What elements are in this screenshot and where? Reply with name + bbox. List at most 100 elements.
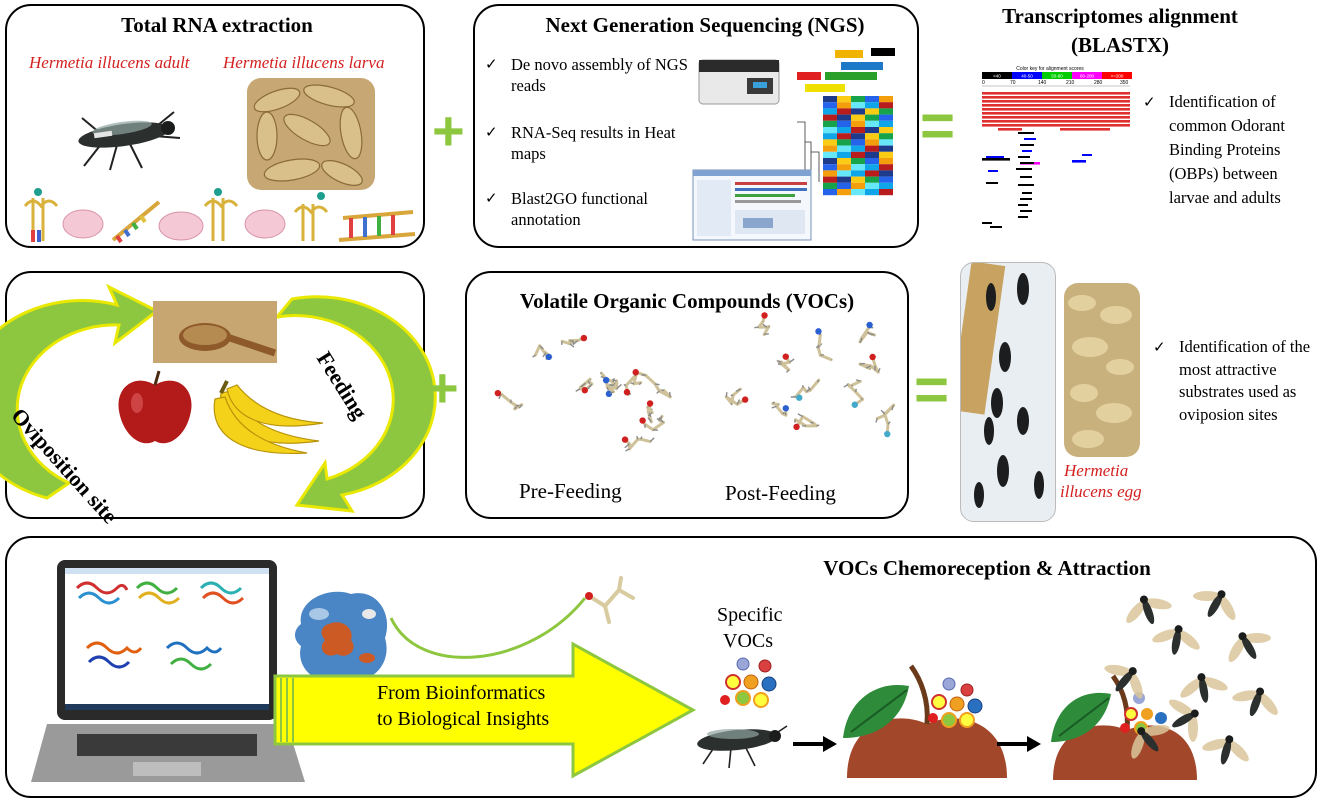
fly-icon: [1232, 687, 1278, 717]
heatmap-cell: [865, 158, 879, 165]
insight-arrow: [273, 641, 697, 779]
rna-molecules-icon: [23, 188, 416, 244]
voc-molecule: [776, 353, 795, 373]
banana-icon: [213, 380, 324, 455]
cycle-arrows-icon: [0, 283, 437, 513]
fly-icon: [1202, 735, 1249, 765]
alignment-hit: [1020, 176, 1032, 178]
heatmap-cell: [851, 176, 865, 183]
egg-label-line2: illucens egg: [1060, 482, 1142, 501]
substrates-panel: Oviposition site Feeding: [0, 271, 437, 528]
fly-icon: [1131, 724, 1170, 759]
heatmap-cell: [879, 145, 893, 152]
heatmap-cell: [851, 114, 865, 121]
voc-molecule: [560, 334, 588, 348]
post-feeding-label: Post-Feeding: [725, 481, 836, 505]
alignment-hit: [1018, 184, 1034, 186]
alignment-hit: [1020, 144, 1034, 146]
heatmap-cell: [837, 127, 851, 134]
bottom-title: VOCs Chemoreception & Attraction: [823, 556, 1151, 580]
alignment-hit: [1020, 198, 1032, 200]
heatmap-cell: [823, 133, 837, 140]
voc-molecule: [623, 373, 643, 397]
color-key-label: <40: [993, 74, 1001, 79]
voc-molecule: [858, 353, 881, 374]
molecule-icon: [585, 576, 635, 624]
heatmap-cell: [879, 151, 893, 158]
alignment-hit: [1022, 192, 1032, 194]
heatmap-cell: [823, 102, 837, 109]
svg-text:0: 0: [982, 80, 985, 86]
heatmap-cell: [851, 127, 865, 134]
alignment-hit: [1020, 210, 1032, 212]
apple-leaf-icon: [843, 664, 1007, 778]
heatmap-cell: [851, 133, 865, 140]
heatmap-cell: [865, 96, 879, 103]
heatmap-cell: [851, 120, 865, 127]
heatmap-cell: [837, 139, 851, 146]
voc-molecule: [858, 321, 876, 344]
arrow-text-line2: to Biological Insights: [377, 708, 550, 730]
check-icon: ✓: [485, 55, 498, 73]
heatmap-cell: [823, 158, 837, 165]
voc-molecule: [575, 377, 594, 394]
heatmap-cell: [851, 151, 865, 158]
heatmap-cell: [865, 170, 879, 177]
check-icon: ✓: [485, 189, 498, 207]
color-key-swatch: [982, 72, 1012, 79]
voc-molecule: [724, 387, 749, 406]
voc-molecule: [532, 344, 553, 361]
fly-icon: [1126, 595, 1172, 625]
pre-feeding-label: Pre-Feeding: [519, 479, 622, 503]
alignment-hit: [986, 156, 1004, 158]
voc-molecule: [875, 403, 896, 438]
heatmap-cell: [879, 127, 893, 134]
heatmap-cell: [837, 182, 851, 189]
voc-molecule: [771, 401, 789, 417]
alignment-hit: [1082, 154, 1092, 156]
alignment-hit: [982, 108, 1130, 111]
egg-label-line1: Hermetia: [1064, 461, 1129, 480]
fly-icon: [1193, 590, 1236, 621]
alignment-hit: [1016, 168, 1032, 170]
arrow-right-icon: [997, 736, 1041, 752]
pre-feeding-molecules: [494, 334, 672, 452]
alignment-hit: [1072, 160, 1086, 163]
heatmap-cell: [851, 164, 865, 171]
alignment-hit: [998, 128, 1022, 131]
heatmap-cell: [865, 189, 879, 196]
voc-molecule: [790, 378, 821, 401]
heatmap-cell: [851, 108, 865, 115]
fly-swarm-icon: [1104, 590, 1278, 765]
heatmap-cell: [837, 176, 851, 183]
alignment-hit: [982, 116, 1130, 119]
heatmap-cell: [823, 189, 837, 196]
heatmap-cell: [851, 189, 865, 196]
heatmap-cell: [879, 139, 893, 146]
heatmap-cell: [879, 182, 893, 189]
arrow-right-icon: [793, 736, 837, 752]
heatmap-cell: [879, 133, 893, 140]
svg-text:350: 350: [1120, 80, 1129, 86]
svg-text:280: 280: [1094, 80, 1103, 86]
alignment-hit: [982, 100, 1130, 103]
alignment-hit: [982, 92, 1130, 95]
heatmap-cell: [865, 133, 879, 140]
heatmap-cell: [879, 102, 893, 109]
heatmap-cell: [823, 182, 837, 189]
apple-icon: [118, 370, 192, 444]
color-key-swatch: [1102, 72, 1132, 79]
heatmap-cell: [823, 120, 837, 127]
heatmap-cell: [837, 158, 851, 165]
heatmap-cell: [823, 145, 837, 152]
sequencer-icon: [698, 59, 780, 105]
color-key-label: 50-80: [1051, 74, 1063, 79]
voc-molecule: [602, 376, 622, 395]
blastx-title-line1: Transcriptomes alignment: [1002, 4, 1238, 28]
egg-photo: [1064, 283, 1140, 457]
heatmap-cell: [823, 164, 837, 171]
voc-molecule: [843, 379, 865, 408]
alignment-hit: [982, 112, 1130, 115]
voc-balls-icon: [720, 657, 777, 708]
heatmap-cell: [879, 176, 893, 183]
